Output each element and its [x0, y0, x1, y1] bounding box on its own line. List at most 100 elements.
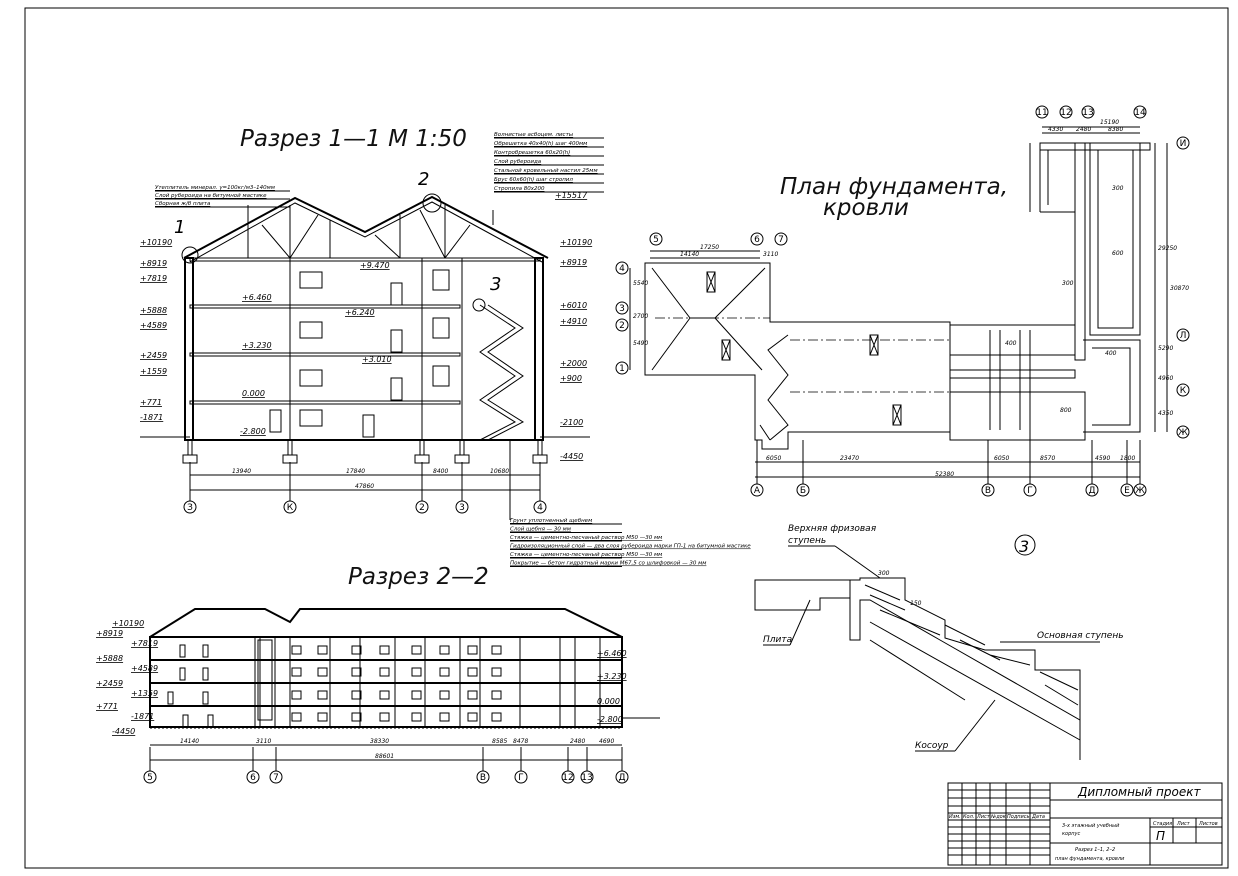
- dim-label: 13940: [232, 468, 251, 475]
- section-1-1-title: Разрез 1—1 М 1:50: [240, 126, 467, 152]
- axis-label: 2: [419, 503, 425, 513]
- window: [379, 645, 390, 655]
- plan-title-line2: кровли: [823, 195, 909, 221]
- window: [411, 645, 422, 655]
- slab-section: [754, 579, 851, 611]
- stair-flights: [479, 304, 517, 441]
- column-header: Кол.: [963, 814, 974, 820]
- axis-bubble: [981, 483, 995, 497]
- level-mark: +7819: [131, 639, 158, 648]
- level-mark: +771: [140, 398, 162, 407]
- axis-bubble: [1085, 483, 1099, 497]
- dim-label: 6050: [994, 455, 1009, 462]
- axis-bubble: [1176, 383, 1190, 397]
- axis-bubble: [750, 483, 764, 497]
- roof-outline-2-2: [149, 608, 623, 638]
- door: [390, 377, 403, 401]
- window: [351, 645, 362, 655]
- axis-label: 6: [754, 235, 760, 245]
- total-dim-label: 88601: [375, 753, 394, 760]
- note-line: Стальной кровельный настил 25мм: [494, 168, 598, 174]
- window: [491, 645, 502, 655]
- dim-label: 23470: [840, 455, 859, 462]
- dim-label: 10680: [490, 468, 509, 475]
- footing-label: 600: [1112, 250, 1124, 257]
- window: [467, 667, 478, 677]
- door: [269, 409, 282, 433]
- level-mark: +5888: [140, 306, 167, 315]
- axis-bubble: [615, 361, 629, 375]
- note-line: Слой рубероида на битумной мастике: [155, 193, 267, 199]
- axis-label: 12: [1060, 108, 1071, 118]
- dim-step-width: 300: [878, 570, 890, 577]
- axis-bubble: [1176, 328, 1190, 342]
- dim-label: 4350: [1158, 410, 1173, 417]
- roof-top-level: +15517: [555, 191, 588, 200]
- axis-bubble: [1133, 105, 1147, 119]
- note-line: Гидроизоляционный слой — два слоя руберо…: [510, 544, 751, 550]
- level-mark: -1871: [131, 712, 154, 721]
- axis-bubble: [1023, 483, 1037, 497]
- axis-bubble: [183, 500, 197, 514]
- level-mark: -4450: [112, 727, 135, 736]
- level-mark: +10190: [140, 238, 172, 247]
- door: [167, 691, 174, 705]
- window: [317, 645, 328, 655]
- axis-label: Г: [1027, 486, 1033, 496]
- window: [439, 712, 450, 722]
- window: [411, 712, 422, 722]
- leader-line: [789, 599, 811, 646]
- dim-label: 2700: [633, 313, 648, 320]
- dim-label: 38330: [370, 738, 389, 745]
- axis-label: 13: [581, 773, 592, 783]
- door: [179, 667, 186, 681]
- door: [390, 329, 403, 353]
- callout-1: 1: [174, 217, 185, 238]
- note-line: Сборная ж/б плита: [155, 201, 211, 207]
- axis-label: К: [1180, 386, 1187, 396]
- level-mark: +771: [96, 702, 118, 711]
- column-header: №док: [990, 814, 1006, 820]
- roof-outline: [183, 195, 549, 259]
- window: [439, 667, 450, 677]
- callout-circle-1: [181, 246, 199, 264]
- note-line: Слой рубероида: [494, 159, 542, 165]
- total-dim-label: 52380: [935, 471, 954, 478]
- axis-bubble: [580, 770, 594, 784]
- axis-label: А: [754, 486, 761, 496]
- axis-bubble: [1133, 483, 1147, 497]
- axis-bubble: [246, 770, 260, 784]
- axis-label: 3: [459, 503, 465, 513]
- title-block-grid: [948, 783, 1222, 865]
- axis-label: Г: [518, 773, 524, 783]
- level-mark: +900: [560, 374, 582, 383]
- levels-right: +10190+8919+6010+4910+2000+900-2100-4450: [560, 238, 592, 461]
- axis-label: В: [985, 486, 991, 496]
- dim-label: 4960: [1158, 375, 1173, 382]
- dim-label: 14140: [680, 251, 699, 258]
- level-mark: +4910: [560, 317, 587, 326]
- dim-label: 14140: [180, 738, 199, 745]
- axis-label: 5: [147, 773, 153, 783]
- axis-label: Ж: [1178, 428, 1188, 438]
- window: [299, 321, 323, 339]
- note-line: Утеплитель минерал. γ=100кг/м3–140мм: [155, 185, 275, 191]
- axis-bubble: [615, 261, 629, 275]
- level-mark: -4450: [560, 452, 583, 461]
- dim-label: 5540: [633, 280, 648, 287]
- door: [202, 691, 209, 705]
- axis-label: 6: [250, 773, 256, 783]
- axis-label: 2: [619, 321, 625, 331]
- axis-bubble: [615, 318, 629, 332]
- axis-label: И: [1180, 139, 1187, 149]
- axis-bubble: [1176, 136, 1190, 150]
- floor-level: +6.460: [242, 293, 272, 302]
- floor-slabs: [140, 257, 590, 441]
- dim-label: 4590: [1095, 455, 1110, 462]
- door: [202, 667, 209, 681]
